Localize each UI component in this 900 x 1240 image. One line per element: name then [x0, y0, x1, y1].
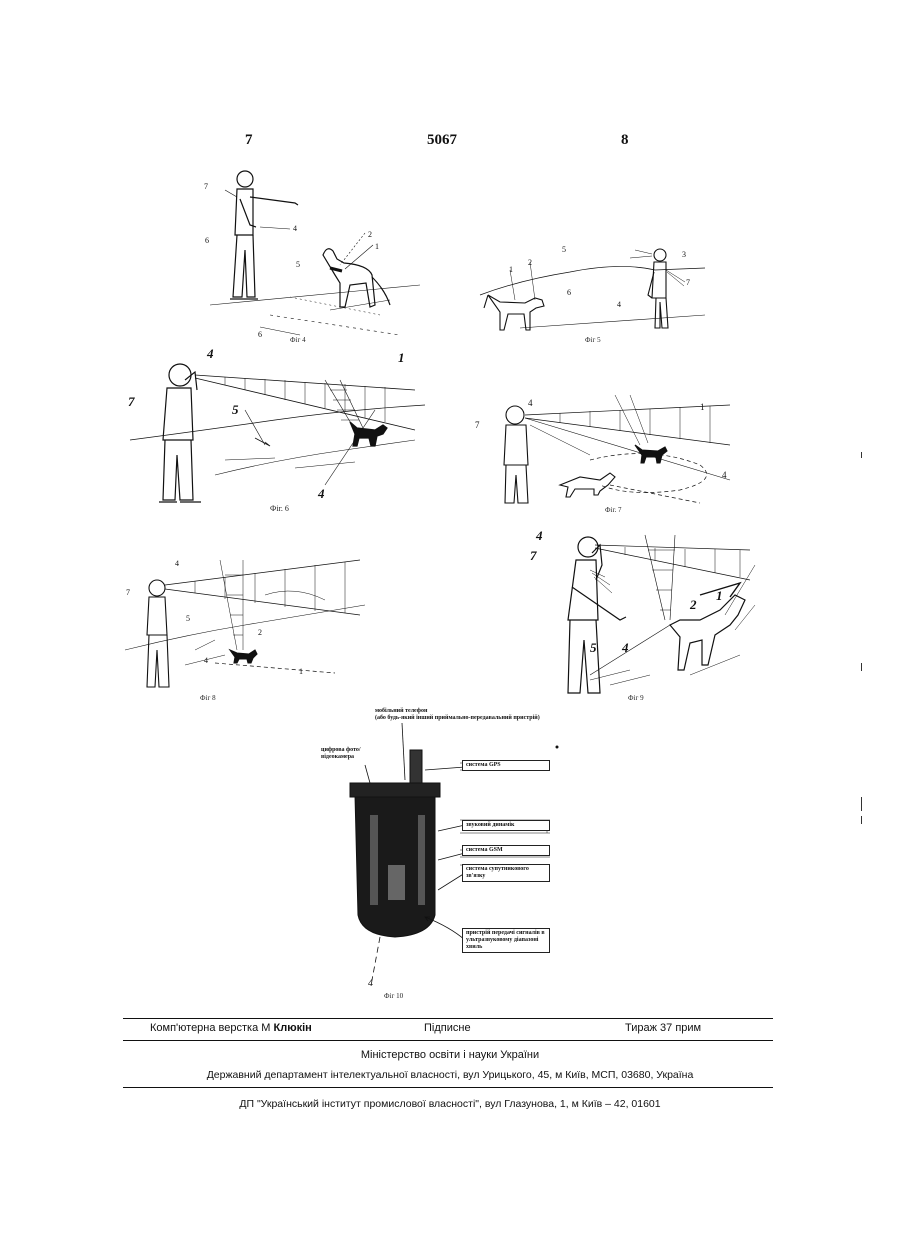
fig4-label-1: 1 [375, 242, 379, 251]
fig10-label-sound: звуковий динамік [462, 820, 550, 831]
fig4-label-5: 5 [296, 260, 300, 269]
fig6-label-4: 4 [207, 346, 214, 362]
fig10-label-phone: мобільний телефон (або будь-який інший п… [372, 707, 598, 723]
fig8-label-2: 2 [258, 628, 262, 637]
fig9-label-5: 5 [590, 640, 597, 656]
fig9-label-2: 2 [690, 597, 697, 613]
fig7-label-4b: 4 [722, 470, 727, 480]
fig9-label-4b: 4 [622, 640, 629, 656]
fig5-label-2: 2 [528, 258, 532, 267]
patent-number: 5067 [427, 132, 457, 149]
fig4-caption: Фіг 4 [290, 336, 306, 344]
fig5-label-7: 7 [686, 278, 690, 287]
fig9-caption: Фіг 9 [628, 694, 644, 702]
fig6-label-4b: 4 [318, 486, 325, 502]
fig10-label-4: 4 [368, 978, 373, 989]
figure-4-drawing [190, 165, 420, 345]
fig5-label-1: 1 [509, 265, 513, 274]
fig4-label-7: 7 [204, 182, 208, 191]
fig7-label-1: 1 [700, 402, 705, 412]
page-number-left: 7 [245, 132, 253, 149]
footer-layout-label: Комп'ютерна верстка М [150, 1022, 270, 1034]
footer-rule-top [123, 1018, 773, 1019]
fig4-label-6b: 6 [258, 330, 262, 339]
fig9-label-7: 7 [530, 548, 537, 564]
footer-layout-name: Клюкін [274, 1022, 312, 1034]
figure-9-drawing [530, 525, 755, 700]
fig9-label-1: 1 [716, 588, 723, 604]
fig4-label-2: 2 [368, 230, 372, 239]
fig5-caption: Фіг 5 [585, 336, 601, 344]
fig10-caption: Фіг 10 [384, 992, 403, 1000]
footer-ministry: Міністерство освіти і науки України [0, 1049, 900, 1061]
footer-institute: ДП "Український інститут промислової вла… [0, 1098, 900, 1110]
margin-mark [861, 452, 862, 458]
page-number-right: 8 [621, 132, 629, 149]
fig5-label-5: 5 [562, 245, 566, 254]
fig8-label-5: 5 [186, 614, 190, 623]
fig10-label-gps: система GPS [462, 760, 550, 771]
fig8-label-7: 7 [126, 588, 130, 597]
margin-mark [861, 797, 862, 811]
margin-mark [861, 663, 862, 671]
fig10-label-phone-line2: (або будь-який інший приймально-передава… [375, 715, 595, 722]
figure-5-drawing [480, 240, 705, 340]
fig10-label-camera: цифрова фото/відеокамера [318, 746, 380, 762]
footer-rule-middle [123, 1040, 773, 1041]
figure-6-drawing [125, 350, 425, 510]
footer-layout-row: Комп'ютерна верстка М Клюкін [150, 1022, 312, 1034]
fig10-label-satellite: система супутникового зв'язку [462, 864, 550, 882]
fig8-label-1: 1 [299, 667, 303, 676]
fig6-label-7: 7 [128, 394, 135, 410]
footer-print-run: Тираж 37 прим [625, 1022, 701, 1034]
fig7-label-4: 4 [528, 398, 533, 408]
fig7-label-7: 7 [475, 420, 480, 430]
footer-department: Державний департамент інтелектуальної вл… [0, 1069, 900, 1081]
margin-mark [861, 816, 862, 824]
fig5-label-4: 4 [617, 300, 621, 309]
fig6-caption: Фіг. 6 [270, 504, 289, 513]
fig4-label-6: 6 [205, 236, 209, 245]
fig8-label-4: 4 [175, 559, 179, 568]
fig8-caption: Фіг 8 [200, 694, 216, 702]
fig8-label-4b: 4 [204, 656, 208, 665]
fig9-label-4: 4 [536, 528, 543, 544]
fig10-label-phone-line1: мобільний телефон [375, 708, 595, 715]
figure-8-drawing [125, 555, 365, 700]
fig5-label-6: 6 [567, 288, 571, 297]
fig10-label-ultrasound: пристрій передачі сигналів в ультразвуко… [462, 928, 550, 953]
fig7-caption: Фіг. 7 [605, 506, 622, 514]
fig4-label-4: 4 [293, 224, 297, 233]
footer-rule-bottom [123, 1087, 773, 1088]
fig5-label-3: 3 [682, 250, 686, 259]
fig6-label-5: 5 [232, 402, 239, 418]
fig10-label-gsm: система GSM [462, 845, 550, 856]
fig6-label-1: 1 [398, 350, 405, 366]
footer-signed: Підписне [424, 1022, 471, 1034]
